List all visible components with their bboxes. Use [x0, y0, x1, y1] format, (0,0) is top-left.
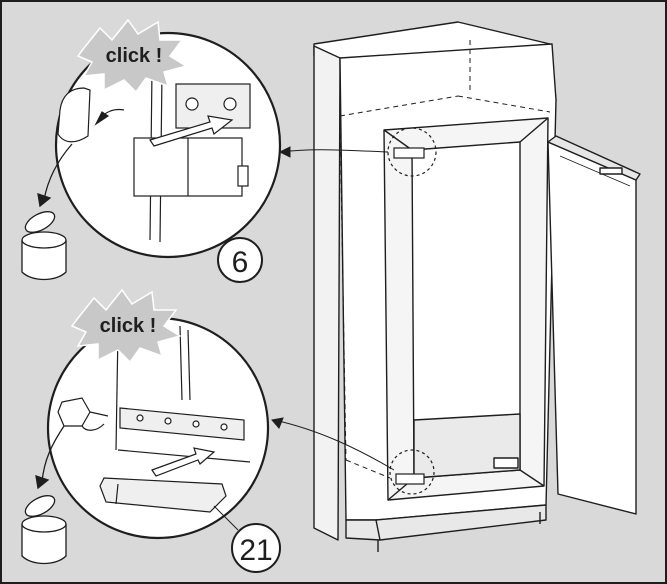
leader-arrows	[271, 146, 395, 471]
disposal-arrow-bottom	[41, 425, 65, 483]
step-number-bottom: 21	[239, 534, 272, 567]
step-badge-top	[217, 237, 263, 283]
click-burst-top	[76, 18, 188, 94]
cabinet	[313, 21, 557, 552]
click-label-top: click !	[106, 45, 163, 67]
door-hinge-bottom	[493, 457, 519, 469]
removed-cap	[57, 87, 91, 143]
hidden-lines	[339, 36, 551, 479]
disposal-top	[21, 143, 73, 281]
cabinet-left-side	[313, 45, 341, 541]
cover-strip	[99, 477, 227, 513]
click-label-bottom: click !	[100, 315, 157, 337]
step-badge-bottom	[231, 523, 281, 573]
bin-bottom	[21, 524, 67, 565]
bottom-hinge-highlight	[389, 449, 435, 495]
step-number-top: 6	[232, 246, 249, 279]
callout-top: click ! 6	[54, 18, 282, 283]
click-burst-bottom	[70, 288, 182, 364]
door-hinge-top	[599, 167, 623, 175]
disposal-bottom	[21, 425, 67, 565]
bottom-hinge-part	[395, 473, 425, 485]
bin-lid-top	[24, 211, 56, 233]
leader-top	[281, 149, 389, 153]
callout-bottom: click ! 21	[46, 288, 281, 573]
appliance-door	[493, 135, 641, 515]
bin-top	[21, 240, 67, 281]
leader-bottom	[273, 419, 395, 471]
disposal-arrow-top	[43, 143, 73, 201]
bin-lid-bottom	[24, 495, 56, 517]
hinge-rail	[119, 407, 245, 441]
door-panel	[547, 141, 637, 515]
top-hinge-part	[393, 147, 425, 159]
